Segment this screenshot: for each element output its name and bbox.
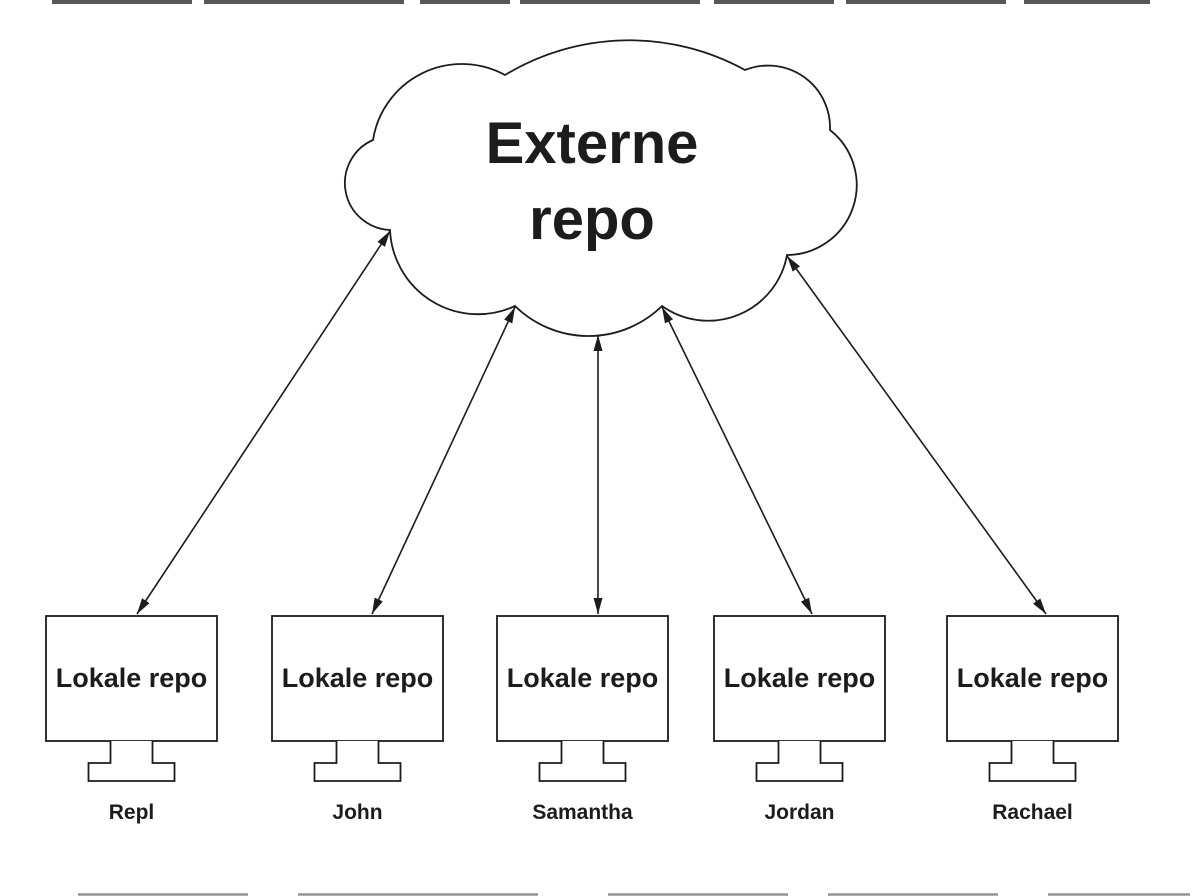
sync-arrows [136,230,1047,615]
local-repo-label: Lokale repo [507,663,659,693]
external-repo-node: Externe repo [343,39,858,337]
cloud-icon [343,39,858,337]
computer-node-jordan: Lokale repo Jordan [713,615,886,824]
cloud-label-line2: repo [529,187,655,252]
monitor-stand [87,741,176,782]
computer-node-john: Lokale repo John [271,615,444,824]
user-name-label: Rachael [992,801,1073,824]
local-repo-label: Lokale repo [957,663,1109,693]
monitor-stand [538,741,627,782]
computer-node-rachael: Lokale repo Rachael [946,615,1119,824]
user-name-label: Jordan [764,801,834,824]
user-name-label: Repl [109,801,155,824]
computer-node-samantha: Lokale repo Samantha [496,615,669,824]
user-name-label: Samantha [532,801,633,824]
local-repo-label: Lokale repo [282,663,434,693]
monitor-screen [45,615,218,742]
local-repo-label: Lokale repo [56,663,208,693]
computer-node-repl: Lokale repo Repl [45,615,218,824]
cloud-label-line1: Externe [486,111,699,176]
monitor-stand [755,741,844,782]
sync-arrow-rachael [786,255,1047,615]
monitor-stand [313,741,402,782]
sync-arrow-jordan [661,306,813,615]
sync-arrow-john [371,306,516,615]
local-repo-label: Lokale repo [724,663,876,693]
user-name-label: John [332,801,382,824]
monitor-stand [988,741,1077,782]
sync-arrow-repl [136,230,391,615]
